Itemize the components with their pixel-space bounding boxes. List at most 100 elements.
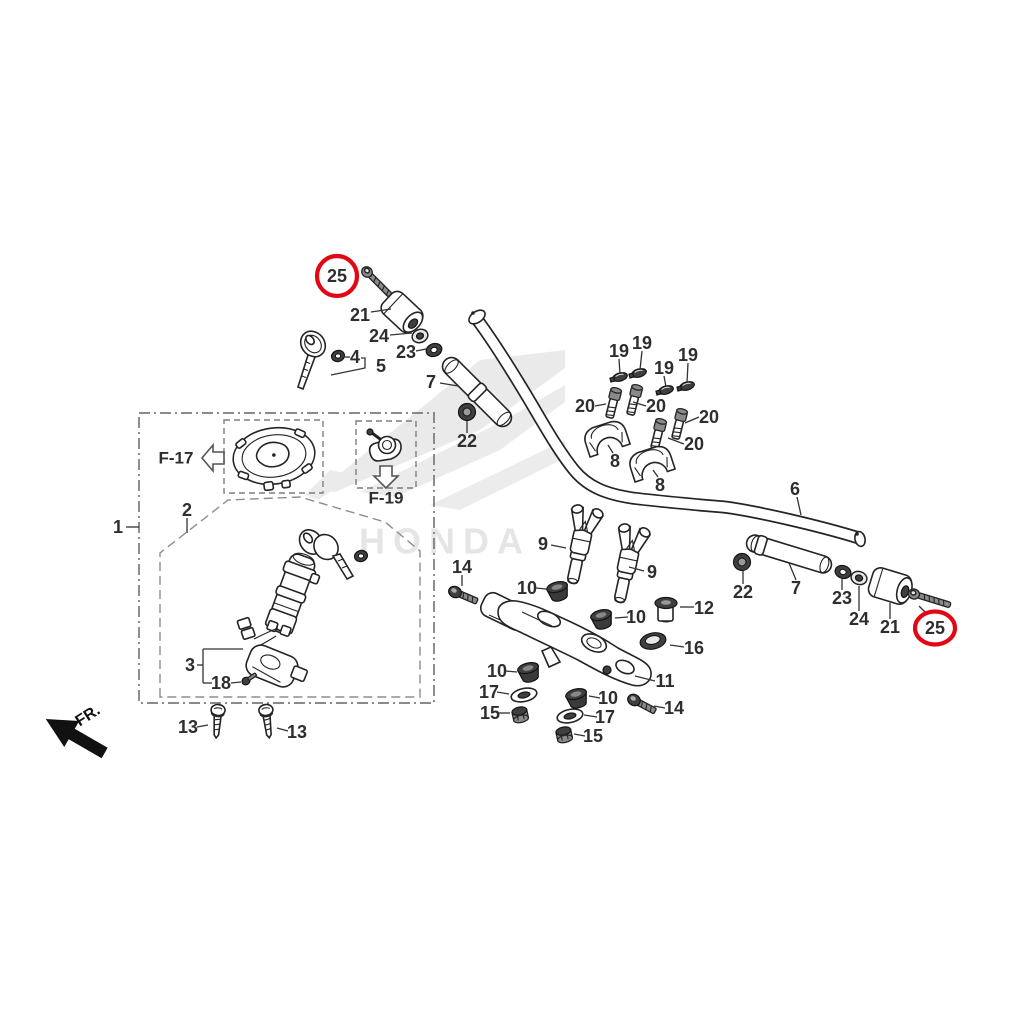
part-label-21-1: 21 xyxy=(350,305,370,325)
part-label-15-31: 15 xyxy=(583,726,603,746)
part-label-17-27: 17 xyxy=(479,682,499,702)
fuel-cap-box xyxy=(223,419,324,494)
part-label-7-6: 7 xyxy=(426,372,436,392)
bar-end-screw-right xyxy=(907,588,952,608)
handlebar-right-end xyxy=(854,530,866,548)
riser-9-b xyxy=(614,523,652,604)
washer-17-b xyxy=(556,708,584,724)
leader-line xyxy=(230,681,242,684)
highlight-circle xyxy=(314,253,360,299)
flange-bolt-14-b xyxy=(627,693,657,715)
clip-19-d xyxy=(676,381,695,392)
leader-line xyxy=(639,350,643,371)
part-label-22-7: 22 xyxy=(457,431,477,451)
part-label-10-29: 10 xyxy=(598,688,618,708)
rubber-10-c xyxy=(516,662,539,683)
leader-line xyxy=(628,566,645,572)
part-label-8-17: 8 xyxy=(655,475,665,495)
part-label-5-5: 5 xyxy=(376,356,386,376)
top-bridge-11 xyxy=(479,591,652,687)
bushing-12 xyxy=(654,596,678,623)
fuel-cap xyxy=(232,426,316,492)
handlebar-pipe xyxy=(468,309,866,548)
ignition-cylinder xyxy=(264,552,321,638)
leader-line xyxy=(663,375,667,388)
leader-line xyxy=(583,714,598,718)
washer-4-left xyxy=(330,349,346,363)
part-label-18-37: 18 xyxy=(211,673,231,693)
part-label-23-3: 23 xyxy=(396,342,416,362)
leader-line xyxy=(653,705,666,709)
leader-line xyxy=(607,444,614,454)
handlebar-holder-8-b xyxy=(629,445,677,484)
key-blank-5 xyxy=(297,330,327,391)
part-label-10-26: 10 xyxy=(487,661,507,681)
riser-9-a xyxy=(567,504,605,585)
part-label-17-30: 17 xyxy=(595,707,615,727)
holder-bolt-20-d xyxy=(650,417,668,450)
part-label-19-9: 19 xyxy=(632,333,652,353)
screw-13-a xyxy=(210,703,226,740)
part-label-23-42: 23 xyxy=(832,588,852,608)
rubber-10-a xyxy=(545,581,568,602)
part-label-3-36: 3 xyxy=(185,655,195,675)
leader-line xyxy=(667,437,685,445)
holder-bolt-20-a xyxy=(605,386,623,419)
part-label-10-23: 10 xyxy=(626,607,646,627)
clip-19-b xyxy=(628,368,647,379)
group-box-2 xyxy=(159,496,421,698)
part-label-20-15: 20 xyxy=(684,434,704,454)
lock-body-3 xyxy=(245,644,309,688)
nut-15-b xyxy=(555,726,574,744)
bar-end-weight-right xyxy=(867,566,913,606)
part-label-12-24: 12 xyxy=(694,598,714,618)
leader-line xyxy=(796,496,802,516)
rubber-10-d xyxy=(564,688,587,709)
part-label-16-25: 16 xyxy=(684,638,704,658)
leader-line xyxy=(618,358,621,375)
leader-line xyxy=(684,416,700,424)
bar-end-weight-left xyxy=(380,290,424,334)
leader-line xyxy=(370,308,392,313)
part-label-24-43: 24 xyxy=(849,609,869,629)
leader-line xyxy=(439,382,459,387)
part-label-13-39: 13 xyxy=(287,722,307,742)
part-label-19-10: 19 xyxy=(654,358,674,378)
leader-line xyxy=(686,362,689,384)
part-label-11-32: 11 xyxy=(655,671,674,691)
leader-line xyxy=(614,616,629,619)
screw-18 xyxy=(241,672,258,686)
leader-line xyxy=(550,544,567,549)
fr-label: FR. xyxy=(73,702,104,730)
ignition-key xyxy=(298,529,355,581)
rubber-10-b xyxy=(589,609,612,630)
part-label-20-12: 20 xyxy=(575,396,595,416)
leader-line xyxy=(389,332,413,336)
part-label-9-20: 9 xyxy=(647,562,657,582)
leader-line xyxy=(652,469,659,478)
washer-24-right xyxy=(850,570,868,586)
part-label-19-11: 19 xyxy=(678,345,698,365)
leader-line xyxy=(330,357,366,376)
highlight-circle xyxy=(912,609,958,647)
grip-tube-right xyxy=(745,534,833,574)
part-label-4-4: 4 xyxy=(350,347,360,367)
handlebar-holder-8-a xyxy=(584,420,632,459)
f17-label: F-17 xyxy=(159,449,194,468)
ring-23-left xyxy=(425,342,443,358)
leader-line xyxy=(504,670,518,673)
part-label-25-45: 25 xyxy=(925,618,945,638)
part-label-25-0: 25 xyxy=(327,266,347,286)
part-label-14-21: 14 xyxy=(452,557,472,577)
leader-line xyxy=(632,401,647,407)
leader-line xyxy=(788,562,797,581)
part-label-22-40: 22 xyxy=(733,582,753,602)
f19-arrow-icon xyxy=(372,465,400,490)
bar-end-screw-left xyxy=(361,266,392,297)
leader-line xyxy=(196,724,209,728)
group-boxes xyxy=(138,412,435,704)
nut-22-left xyxy=(457,402,477,422)
